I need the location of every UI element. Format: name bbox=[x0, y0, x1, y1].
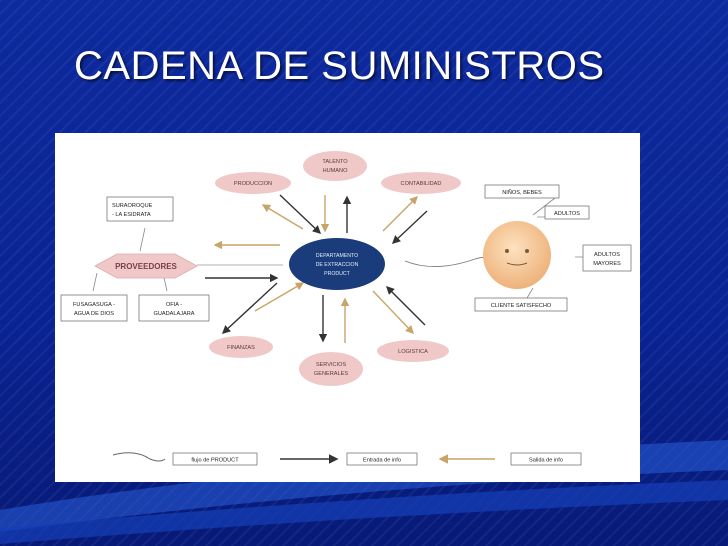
center-line-1: DEPARTAMENTO bbox=[316, 253, 358, 259]
svg-text:- LA ESIDRATA: - LA ESIDRATA bbox=[112, 212, 151, 218]
box-adultos-mayores: ADULTOS MAYORES bbox=[582, 244, 632, 272]
svg-text:GUADALAJARA: GUADALAJARA bbox=[153, 311, 194, 317]
supplier-box-3: OFIA - GUADALAJARA bbox=[138, 294, 210, 322]
svg-text:HUMANO: HUMANO bbox=[323, 168, 349, 174]
box-ninos-bebes: NIÑOS, BEBES bbox=[484, 184, 560, 199]
svg-text:FINANZAS: FINANZAS bbox=[227, 345, 255, 351]
diagram-panel: DEPARTAMENTO DE EXTRACCION PRODUCT TALEN… bbox=[55, 133, 640, 482]
svg-text:GENERALES: GENERALES bbox=[314, 371, 348, 377]
svg-text:FUSAGASUGA -: FUSAGASUGA - bbox=[73, 302, 115, 308]
svg-text:OFIA -: OFIA - bbox=[166, 302, 182, 308]
center-node: DEPARTAMENTO DE EXTRACCION PRODUCT bbox=[289, 238, 385, 290]
legend-item-1: flujo de PRODUCT bbox=[191, 458, 239, 464]
svg-text:AGUA DE DIOS: AGUA DE DIOS bbox=[74, 311, 114, 317]
legend-item-3: Salida de info bbox=[529, 458, 563, 464]
node-contabilidad: CONTABILIDAD bbox=[381, 172, 461, 194]
supplier-box-1: SURAOROQUE - LA ESIDRATA bbox=[106, 196, 174, 222]
customer-face bbox=[483, 221, 551, 289]
box-cliente-satisfecho: CLIENTE SATISFECHO bbox=[474, 297, 568, 312]
supplier-box-2: FUSAGASUGA - AGUA DE DIOS bbox=[60, 294, 128, 322]
supply-chain-diagram: DEPARTAMENTO DE EXTRACCION PRODUCT TALEN… bbox=[60, 151, 632, 466]
center-line-2: DE EXTRACCION bbox=[316, 262, 359, 268]
svg-text:PRODUCCION: PRODUCCION bbox=[234, 181, 272, 187]
svg-text:NIÑOS, BEBES: NIÑOS, BEBES bbox=[502, 189, 542, 196]
box-adultos: ADULTOS bbox=[544, 205, 590, 220]
node-logistica: LOGISTICA bbox=[377, 340, 449, 362]
node-talento-humano: TALENTO HUMANO bbox=[303, 151, 367, 181]
legend-flow-icon bbox=[112, 452, 166, 462]
svg-text:SERVICIOS: SERVICIOS bbox=[316, 362, 347, 368]
center-line-3: PRODUCT bbox=[324, 271, 350, 277]
svg-text:ADULTOS: ADULTOS bbox=[594, 252, 620, 258]
node-servicios-generales: SERVICIOS GENERALES bbox=[299, 352, 363, 386]
node-finanzas: FINANZAS bbox=[209, 336, 273, 358]
svg-text:PROVEEDORES: PROVEEDORES bbox=[115, 262, 177, 271]
svg-text:SURAOROQUE: SURAOROQUE bbox=[112, 203, 153, 209]
svg-text:CLIENTE SATISFECHO: CLIENTE SATISFECHO bbox=[491, 303, 552, 309]
svg-text:ADULTOS: ADULTOS bbox=[554, 211, 580, 217]
svg-text:CONTABILIDAD: CONTABILIDAD bbox=[401, 181, 442, 187]
svg-text:TALENTO: TALENTO bbox=[322, 159, 348, 165]
node-proveedores: PROVEEDORES bbox=[94, 253, 198, 279]
diagram-legend: flujo de PRODUCT Entrada de info Salida … bbox=[112, 452, 582, 466]
slide-title: CADENA DE SUMINISTROS bbox=[74, 44, 605, 88]
node-produccion: PRODUCCION bbox=[215, 172, 291, 194]
legend-item-2: Entrada de info bbox=[363, 458, 401, 464]
svg-text:MAYORES: MAYORES bbox=[593, 261, 621, 267]
svg-text:LOGISTICA: LOGISTICA bbox=[398, 349, 428, 355]
